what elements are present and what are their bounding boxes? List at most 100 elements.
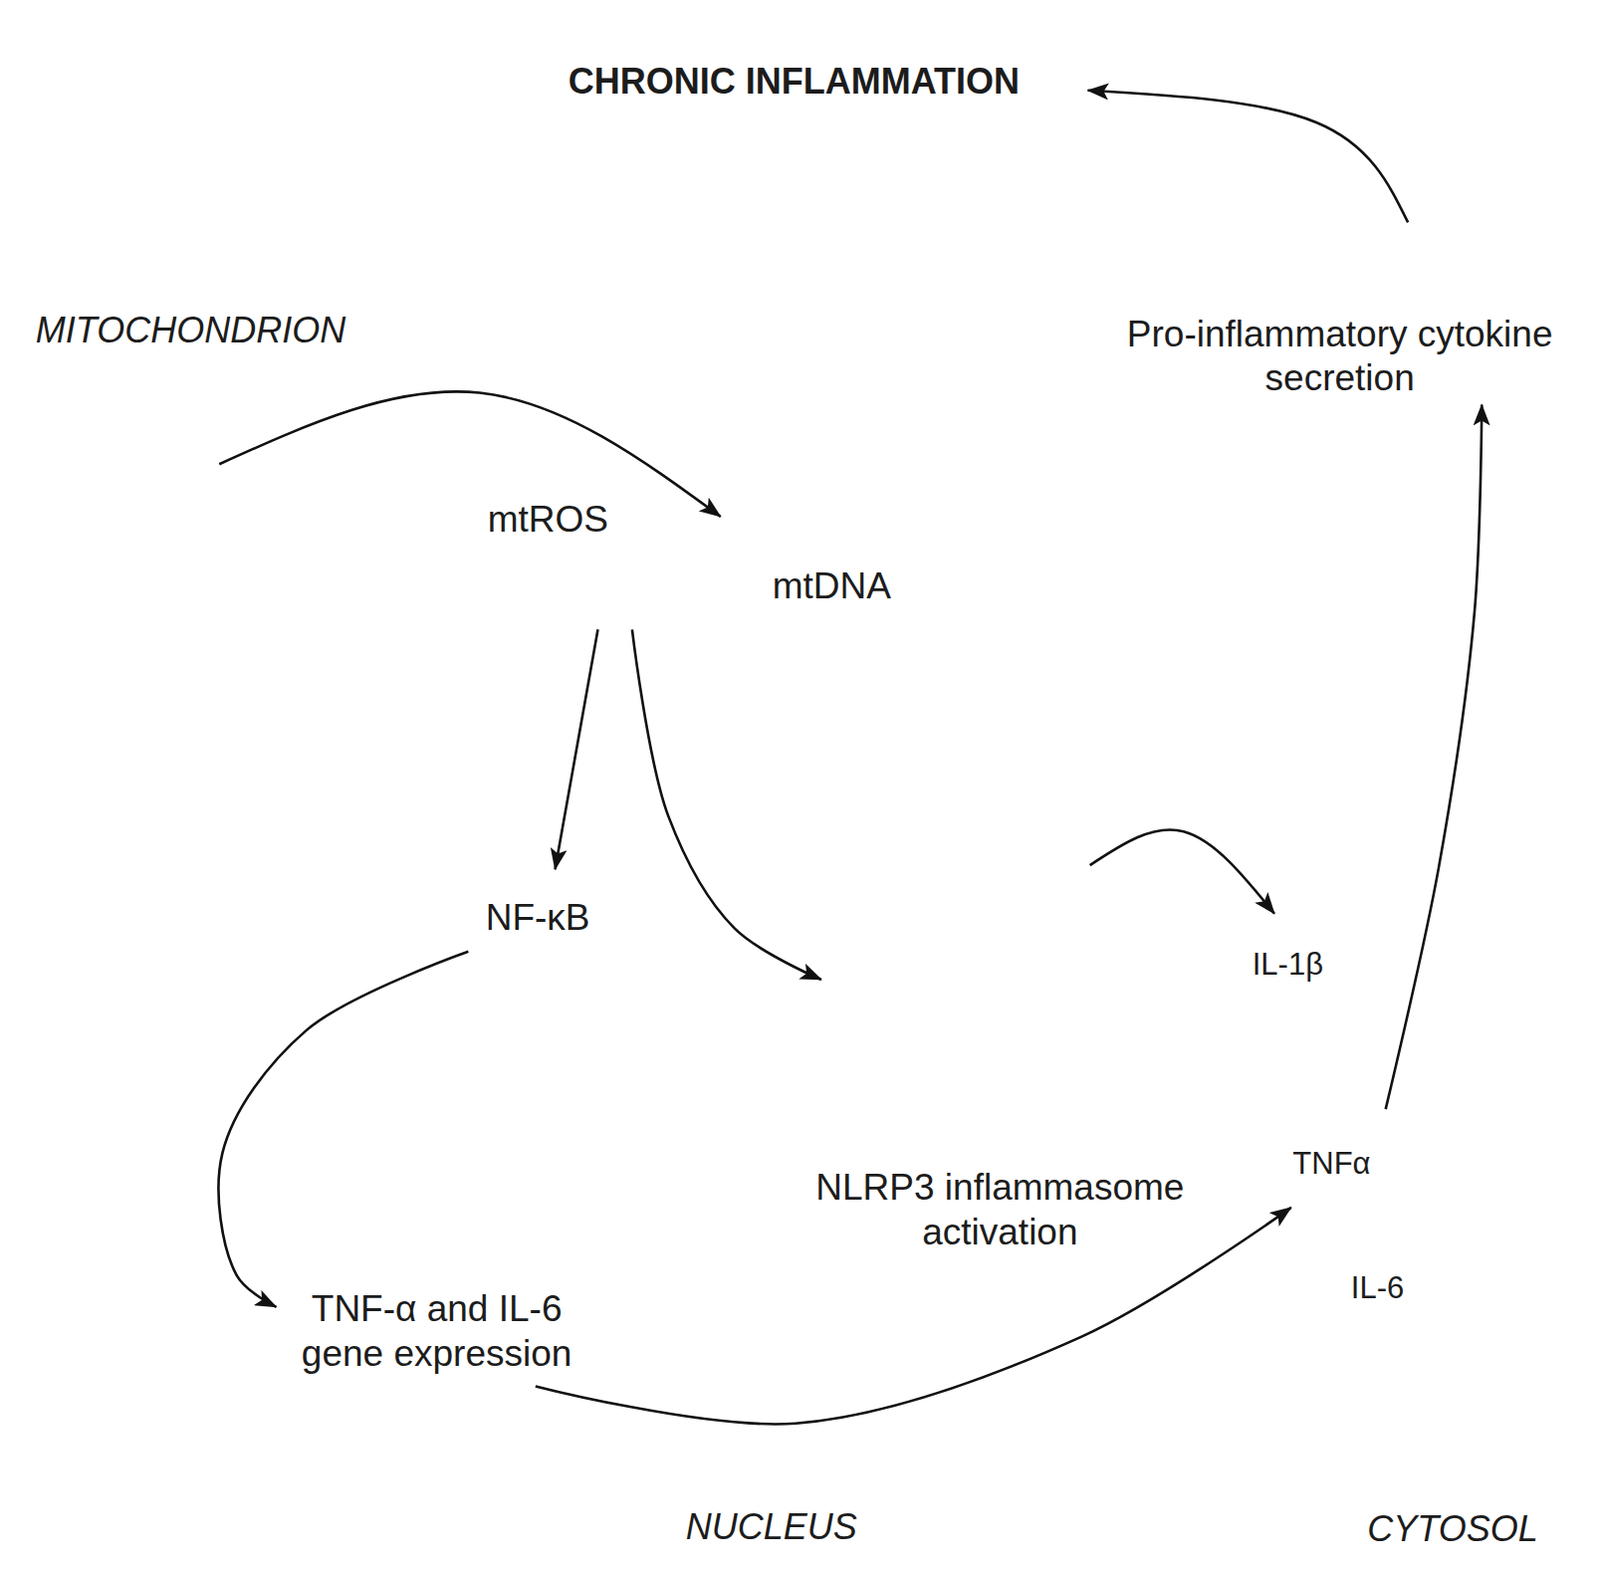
circle-part [914,840,923,850]
rect-part [949,959,1003,993]
circle-part [1337,256,1378,298]
g-part [898,827,962,985]
circle-part [848,1060,858,1070]
connector-arrow [632,629,822,980]
membrane-glow [18,240,1588,1554]
line-part [128,572,137,576]
circle-part [1021,1028,1035,1042]
line-part [173,589,176,598]
circle-part [17,1112,993,1554]
line-part [757,645,760,653]
circle-part [910,854,919,864]
rect-part [997,1079,1028,1116]
circle-part [848,957,858,967]
circle-part [1145,1010,1155,1020]
line-part [97,783,100,787]
circle-part [959,1135,969,1144]
ros-cluster: mtROS [413,434,694,616]
rect-part [1017,902,1043,930]
circle-part [1018,1015,1032,1029]
rect-part [1065,1020,1094,1044]
rect-part [912,1063,949,1084]
line-part [49,788,53,794]
line-part [161,555,164,564]
circle-part [1142,902,1152,912]
circle-part [841,1057,851,1067]
line-part [113,796,122,800]
line-part [189,587,192,594]
rect-part [1078,1081,1103,1097]
line-part [951,536,957,547]
line-part [129,579,138,586]
g-part [958,818,1060,956]
line-part [663,572,683,580]
line-part [904,520,907,528]
path-part [128,554,210,599]
line-part [105,808,110,818]
g-part [128,555,210,599]
circle-part [1044,821,1054,831]
line-part [951,627,957,638]
circle-part [1461,227,1503,266]
circle-part [1244,920,1332,1008]
line-part [880,641,884,665]
membrane-core [18,240,1588,1554]
cytokine-circle: IL-6 [1335,1244,1421,1331]
rect-part [1093,957,1130,988]
circle-part [939,1143,949,1153]
connector-arrow [1090,829,1275,914]
rect-part [902,897,922,934]
line-part [97,815,100,819]
line-part [706,627,712,638]
circle-part [1423,487,1465,529]
g-part [939,1015,1041,1153]
line-part [196,563,200,569]
membrane-heads [18,240,1588,1554]
line-part [153,1010,389,1031]
circle-part [1019,834,1029,844]
extracellular-space [18,0,1600,1554]
line-part [41,796,50,800]
circle-part [953,1138,963,1147]
scene [18,0,1600,1554]
rect-part [907,928,935,952]
line-part [58,812,61,819]
line-part [933,528,938,539]
rect-part [997,959,1051,993]
line-part [113,802,122,806]
circle-part [832,925,842,935]
line-part [981,572,1001,580]
circle-part [1071,1135,1081,1144]
ellipse-part [507,37,1080,126]
rect-part [973,982,1007,1036]
circle-part [1136,900,1145,910]
ellipse-part [17,387,378,1146]
line-part [686,613,701,634]
path-part [489,438,531,477]
g-part [128,554,210,599]
path-part [604,541,646,581]
nfkb-ellipse: NF-κB [451,879,625,957]
circle-part [17,1112,993,1554]
line-part [199,568,208,575]
node-text: NLRP3 inflammasome activation [803,1165,1197,1255]
circle-part [1142,1004,1152,1014]
node-text: TNFα [1292,1144,1371,1182]
connector-arrow [219,391,720,517]
circle-part [1051,818,1061,828]
g-part [841,1023,999,1088]
line-part [669,558,688,573]
ellipse-part [453,881,624,956]
line-part [880,508,884,532]
circle-part [1081,1108,1091,1118]
circle-part [1365,418,1406,459]
line-part [199,883,389,894]
line-part [892,513,896,531]
line-part [192,584,197,594]
line-part [113,791,116,794]
line-part [17,612,117,618]
line-part [660,579,683,584]
line-part [239,515,389,531]
rect-part [1009,1064,1038,1086]
rect-part [958,907,985,924]
